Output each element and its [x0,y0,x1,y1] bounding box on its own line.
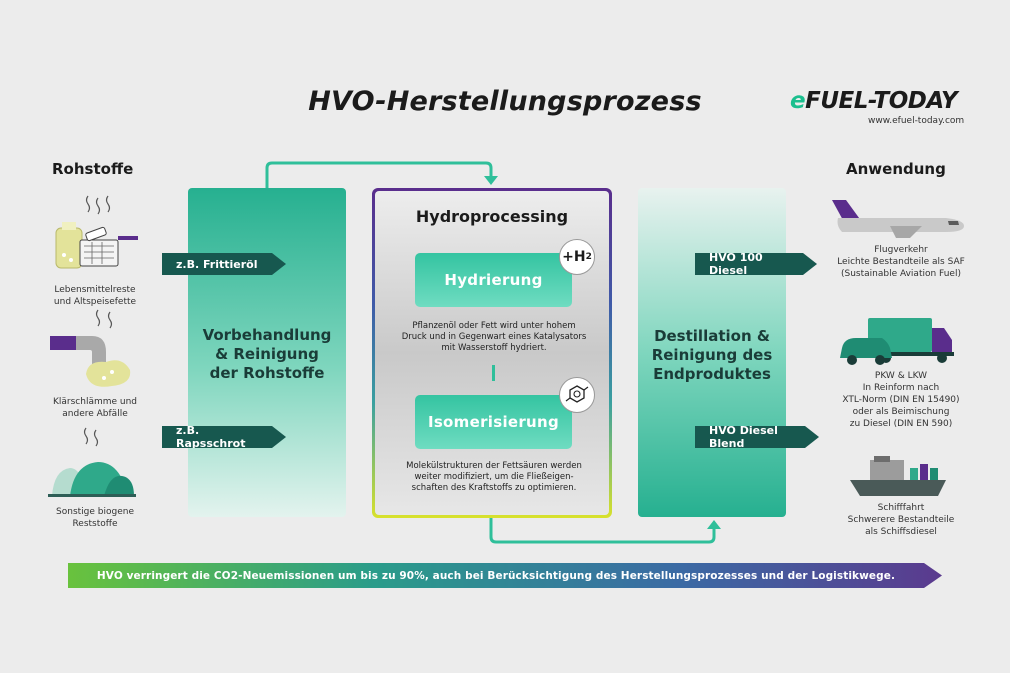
co2-banner: HVO verringert die CO2-Neuemissionen um … [68,563,942,588]
desc-isomerisierung: Molekülstrukturen der Fettsäuren werden … [383,461,605,494]
stage-connector [492,365,495,381]
pretreatment-text: Vorbehandlung & Reinigung der Rohstoffe [188,326,346,383]
desc-line: Druck und in Gegenwart eines Katalysator… [401,332,587,342]
page-title: HVO-Herstellungsprozess [308,86,702,117]
stage-hydrierung: Hydrierung [415,253,572,307]
logo-wordmark: eFUEL-TODAY [790,88,980,114]
caption-lebensmittel: Lebensmittelreste und Altspeisefette [30,284,160,308]
desc-line: Pflanzenöl oder Fett wird unter hohem [412,321,576,331]
molecule-icon [565,385,589,403]
caption-line: In Reinform nach [862,383,940,393]
h2-badge-text: +H [562,249,586,265]
rohstoffe-heading: Rohstoffe [52,160,134,178]
arrow-bottom [489,518,716,544]
tag-frittieroel: z.B. Frittieröl [162,253,286,275]
logo-e: e [790,88,806,114]
desc-line: weiter modifiziert, um die Fließeigen- [414,472,574,482]
airplane-icon [832,200,964,238]
caption-line: (Sustainable Aviation Fuel) [840,269,961,279]
stage-isomerisierung: Isomerisierung [415,395,572,449]
truck-car-icon [840,318,954,365]
caption-line: zu Diesel (DIN EN 590) [849,419,953,429]
logo-rest: FUEL-TODAY [805,88,958,114]
caption-line: Schwerere Bestandteile [847,515,955,525]
caption-line: Klärschlämme und [52,397,138,407]
arrow-top [265,161,493,188]
item-name: PKW & LKW [874,371,928,381]
desc-line: Molekülstrukturen der Fettsäuren werden [406,461,582,471]
hydroprocessing-title: Hydroprocessing [415,207,569,226]
posttreatment-line: Endproduktes [653,365,771,383]
posttreatment-line: Destillation & [654,327,770,345]
caption-line: Leichte Bestandteile als SAF [837,257,965,267]
pretreatment-line: Vorbehandlung [202,326,332,344]
molecule-badge [559,377,595,413]
caption-biogen: Sonstige biogene Reststoffe [30,506,160,530]
item-name: Flugverkehr [874,245,928,255]
frying-pan-icon [55,195,138,269]
tag-hvo100: HVO 100 Diesel [695,253,817,275]
caption-line: als Schiffsdiesel [865,527,937,537]
caption-schifffahrt: Schifffahrt Schwerere Bestandteile als S… [826,502,976,538]
posttreatment-line: Reinigung des [651,346,773,364]
arrow-top-head [484,176,498,185]
tag-rapsschrot: z.B. Rapsschrot [162,426,286,448]
posttreatment-text: Destillation & Reinigung des Endprodukte… [638,327,786,384]
arrow-bottom-head [707,520,721,529]
caption-flugverkehr: Flugverkehr Leichte Bestandteile als SAF… [826,244,976,280]
caption-line: oder als Beimischung [852,407,950,417]
desc-hydrierung: Pflanzenöl oder Fett wird unter hohem Dr… [383,321,605,354]
logo-url: www.efuel-today.com [868,116,965,126]
pipe-sludge-icon [50,309,131,387]
caption-line: andere Abfälle [62,409,128,419]
caption-line: Reststoffe [72,519,118,529]
caption-pkw-lkw: PKW & LKW In Reinform nach XTL-Norm (DIN… [826,370,976,430]
posttreatment-panel: Destillation & Reinigung des Endprodukte… [638,188,786,517]
caption-klaerschlaemme: Klärschlämme und andere Abfälle [30,396,160,420]
ship-icon [850,456,946,496]
pretreatment-line: der Rohstoffe [209,364,325,382]
caption-line: XTL-Norm (DIN EN 15490) [842,395,960,405]
h2-badge-sub: 2 [585,252,592,262]
tag-hvo-blend: HVO Diesel Blend [695,426,819,448]
anwendung-heading: Anwendung [846,160,946,178]
item-name: Schifffahrt [877,503,925,513]
logo: eFUEL-TODAY www.efuel-today.com [790,88,980,126]
biomass-heap-icon [48,427,136,497]
pretreatment-panel: Vorbehandlung & Reinigung der Rohstoffe [188,188,346,517]
caption-line: Lebensmittelreste [54,285,136,295]
caption-line: Sonstige biogene [56,507,134,517]
desc-line: mit Wasserstoff hydriert. [441,343,547,353]
desc-line: schaften des Kraftstoffs zu optimieren. [411,483,577,493]
pretreatment-line: & Reinigung [215,345,319,363]
caption-line: und Altspeisefette [53,297,137,307]
